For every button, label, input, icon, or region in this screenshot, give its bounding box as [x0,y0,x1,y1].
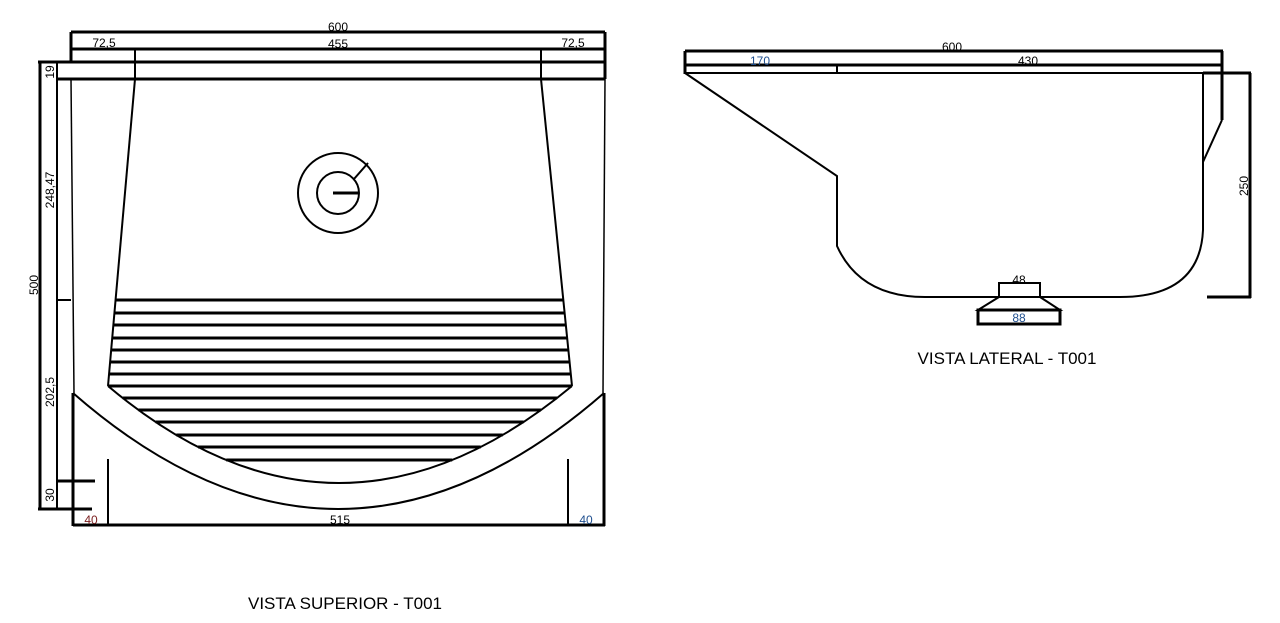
dim-248-47: 248,47 [43,171,57,208]
dim-455: 455 [328,37,348,51]
dim-19: 19 [43,65,57,79]
drain-flare [974,296,1064,311]
side-view: 600 170 430 250 48 88 VISTA LATERAL - T0… [683,40,1252,368]
dim-170: 170 [750,54,770,68]
side-view-title: VISTA LATERAL - T001 [918,349,1097,368]
dim-30: 30 [43,488,57,502]
dim-515: 515 [330,513,350,527]
dim-72-5-right: 72,5 [561,36,585,50]
dim-72-5-left: 72,5 [92,36,116,50]
basin-profile [684,72,1223,298]
drain-outer-circle [297,152,379,234]
dim-202-5: 202,5 [43,377,57,407]
basin-left [107,78,136,387]
inner-arc [107,385,573,484]
drain-top [998,282,1041,297]
dim-88: 88 [1012,311,1026,325]
drain-base [976,308,1062,326]
dim-40-right: 40 [579,513,593,527]
basin-right [540,78,573,387]
drain-radius-outer [353,162,369,180]
left-edge [70,78,75,394]
dim-40-left: 40 [84,513,98,527]
washboard-slats [108,298,572,462]
dim-430: 430 [1018,54,1038,68]
dim-250: 250 [1237,176,1251,196]
outer-arc [72,392,605,510]
dim-600: 600 [942,40,962,54]
right-edge [602,78,606,394]
dim-600: 600 [328,20,348,34]
dim-48: 48 [1012,273,1026,287]
top-view: 600 72,5 455 72,5 19 248,47 500 202,5 30… [27,20,607,613]
top-view-title: VISTA SUPERIOR - T001 [248,594,442,613]
dim-500: 500 [27,275,41,295]
